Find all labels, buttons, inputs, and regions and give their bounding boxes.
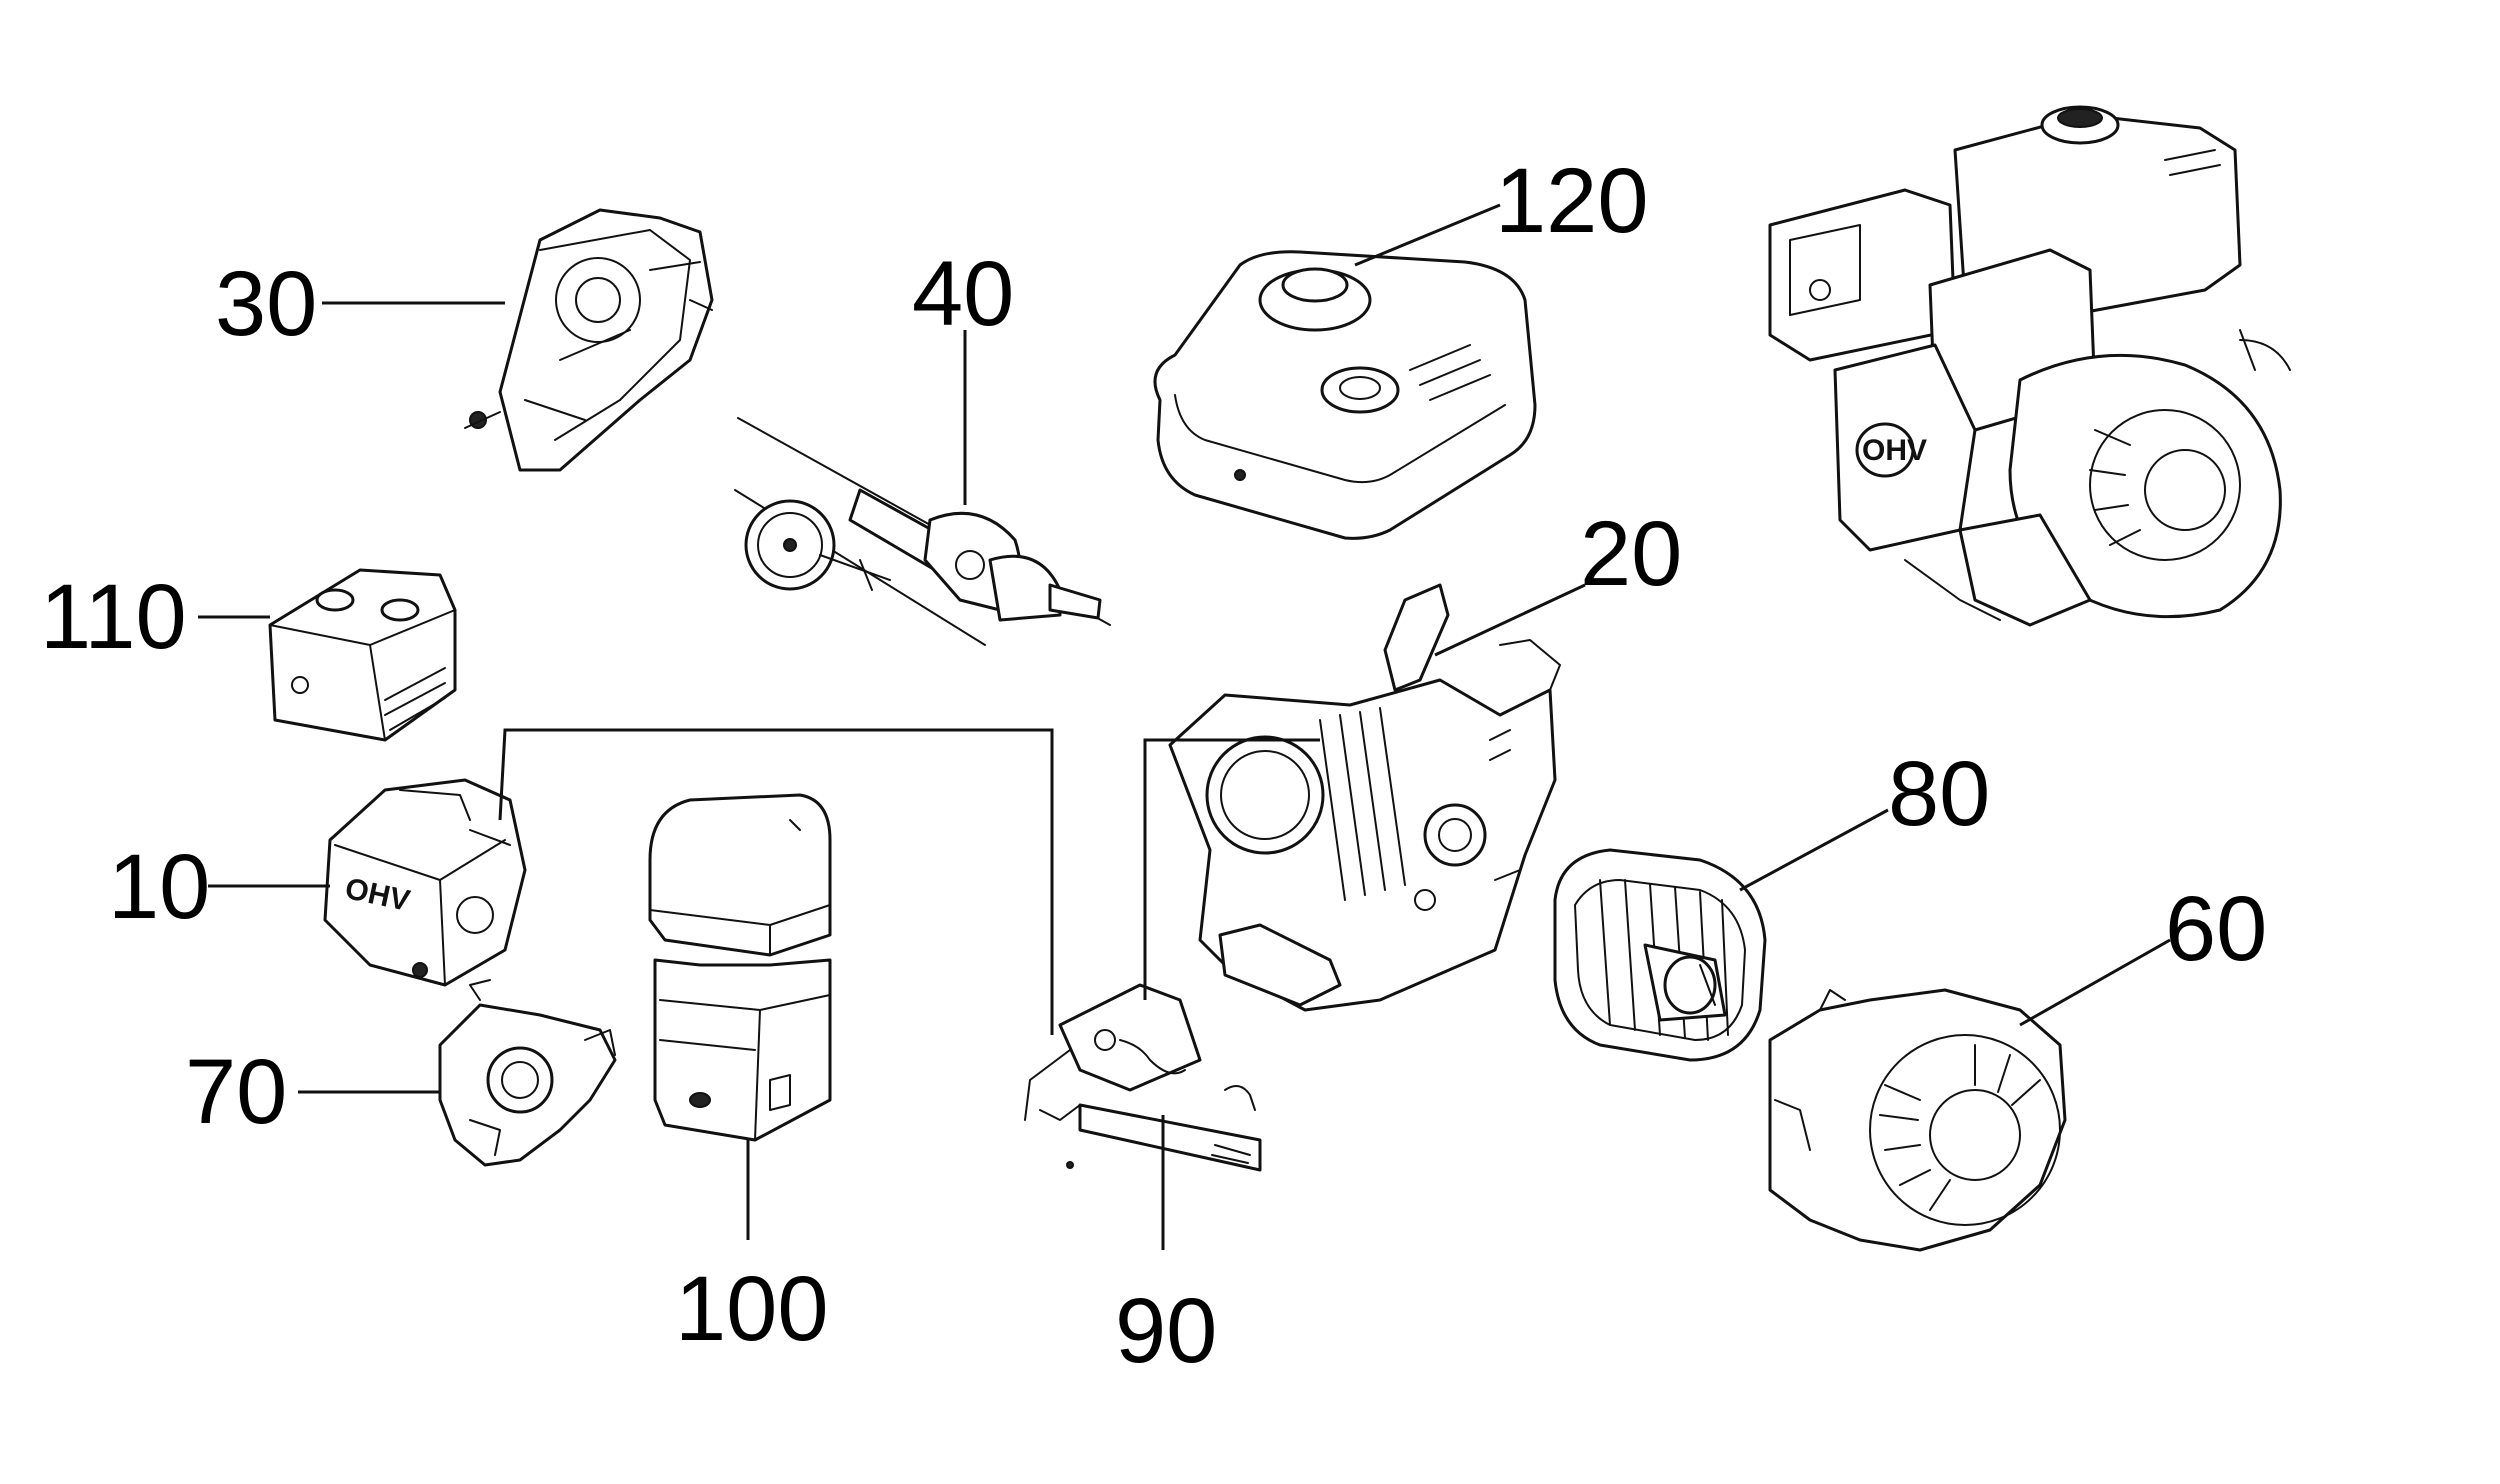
part-valve-cover — [268, 568, 457, 742]
part-cylinder-head: OHV — [323, 778, 527, 987]
callout-20: 20 — [1580, 503, 1682, 605]
assembled-engine-illustration: OHV — [1768, 105, 2291, 627]
part-crankshaft — [734, 417, 1111, 646]
callout-60: 60 — [2165, 878, 2267, 980]
part-recoil-starter — [1768, 988, 2067, 1252]
callout-10: 10 — [108, 836, 210, 938]
callout-120: 120 — [1495, 150, 1649, 252]
callout-110: 110 — [40, 566, 187, 668]
leader-80 — [1739, 808, 1889, 892]
leader-20 — [1434, 583, 1586, 657]
part-air-filter — [648, 793, 832, 1142]
leader-60 — [2019, 938, 2171, 1027]
leader-connector-head — [498, 728, 1054, 1035]
part-carburetor — [438, 979, 617, 1167]
callout-90: 90 — [1115, 1280, 1217, 1382]
leader-120 — [1354, 203, 1501, 267]
part-engine-block — [1168, 583, 1561, 1012]
callout-100: 100 — [675, 1258, 829, 1360]
part-crankcase-cover — [464, 208, 714, 472]
leader-connector-block — [1143, 738, 1320, 1000]
part-throttle-linkage — [1024, 983, 1262, 1172]
callout-30: 30 — [215, 253, 317, 355]
part-flywheel — [1553, 848, 1767, 1062]
callout-80: 80 — [1888, 743, 1990, 845]
callout-40: 40 — [912, 243, 1014, 345]
engine-ohv-badge: OHV — [1862, 434, 1927, 467]
part-fuel-tank — [1153, 250, 1537, 540]
callout-70: 70 — [185, 1041, 287, 1143]
